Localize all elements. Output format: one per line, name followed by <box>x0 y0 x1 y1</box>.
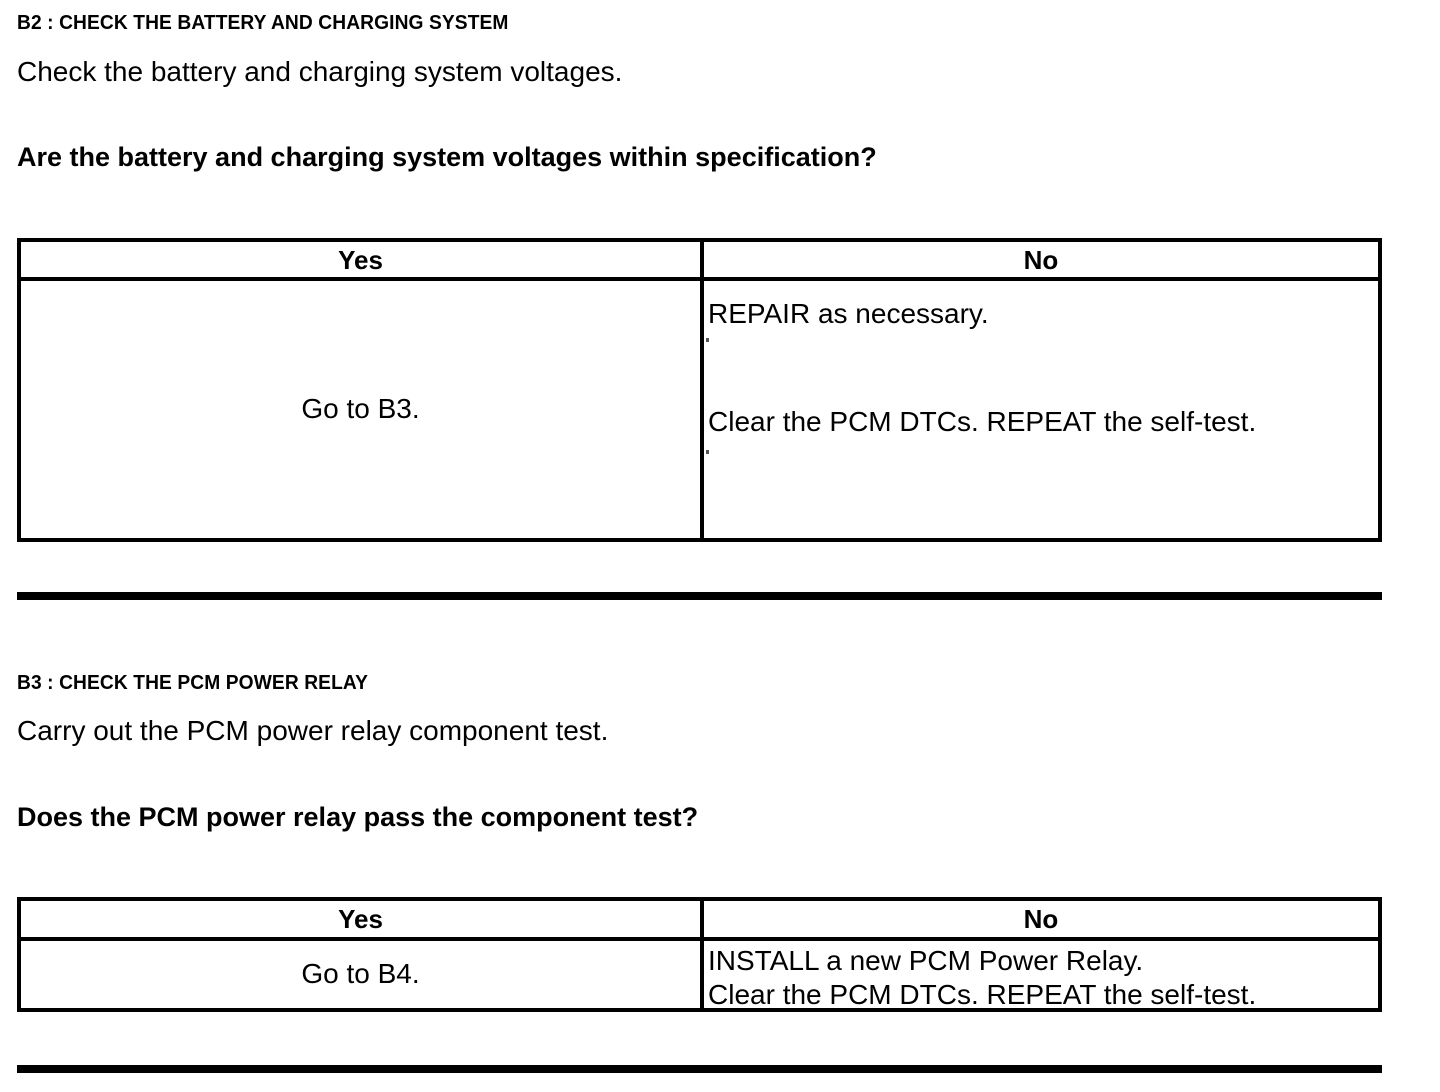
column-header-yes: Yes <box>338 904 383 934</box>
no-action-line-2: Clear the PCM DTCs. REPEAT the self-test… <box>708 979 1257 1011</box>
step-b3-heading: B3 : CHECK THE PCM POWER RELAY <box>17 672 369 694</box>
column-header-no: No <box>700 242 1378 277</box>
step-b2-body-text: Check the battery and charging system vo… <box>17 56 623 87</box>
table-row: Go to B3. REPAIR as necessary. Clear the… <box>21 281 1378 538</box>
section-separator-rule-1 <box>17 592 1382 600</box>
table-row: Go to B4. INSTALL a new PCM Power Relay.… <box>21 941 1378 1010</box>
no-action-line-1: INSTALL a new PCM Power Relay. <box>708 945 1144 976</box>
decision-table-b2: Yes No Go to B3. REPAIR as necessary. Cl… <box>17 238 1382 542</box>
step-b3-body-text: Carry out the PCM power relay component … <box>17 715 609 746</box>
scan-artifact-speck <box>706 450 709 454</box>
cell-spacer <box>708 331 1378 405</box>
yes-action-cell: Go to B3. <box>301 393 420 425</box>
no-action-line-1: REPAIR as necessary. <box>708 298 989 329</box>
step-b2-heading: B2 : CHECK THE BATTERY AND CHARGING SYST… <box>17 12 509 34</box>
yes-action-cell: Go to B4. <box>301 958 420 990</box>
column-header-no: No <box>700 901 1378 937</box>
decision-table-b3: Yes No Go to B4. INSTALL a new PCM Power… <box>17 897 1382 1012</box>
no-action-line-2: Clear the PCM DTCs. REPEAT the self-test… <box>708 406 1257 438</box>
column-header-yes: Yes <box>338 245 383 275</box>
no-action-cell: INSTALL a new PCM Power Relay. Clear the… <box>700 941 1378 1010</box>
step-b2-question: Are the battery and charging system volt… <box>17 142 877 172</box>
section-separator-rule-2 <box>17 1065 1382 1073</box>
table-header-row: Yes No <box>21 242 1378 281</box>
step-b3-question: Does the PCM power relay pass the compon… <box>17 802 699 832</box>
scan-artifact-speck <box>706 338 709 342</box>
table-header-row: Yes No <box>21 901 1378 941</box>
no-action-cell: REPAIR as necessary. Clear the PCM DTCs.… <box>700 281 1378 538</box>
